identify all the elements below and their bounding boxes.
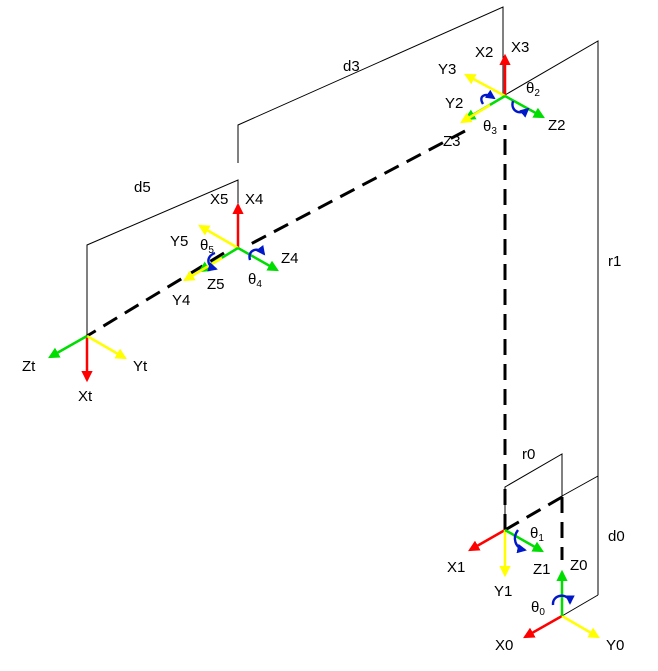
frame-tool-z-label: Zt	[22, 358, 36, 375]
frame-2-z-label: Z2	[548, 117, 566, 134]
joint-5-rotation-arrow	[207, 251, 218, 272]
frame-3-y-label: Y3	[438, 61, 456, 78]
frame-5-y-axis	[198, 224, 239, 250]
frame-4-y-label: Y4	[172, 292, 190, 309]
dimension-d3-label: d3	[343, 58, 360, 75]
robot-links	[86, 125, 564, 560]
frame-4-z-axis	[237, 246, 279, 272]
frame-3-z-label: Z3	[443, 133, 461, 150]
dimension-d0-base	[561, 594, 599, 617]
joint-2-rotation-arrow	[511, 100, 530, 118]
dimension-lines	[86, 6, 599, 617]
joint-3-rotation-arrow	[480, 89, 496, 105]
joint-0-rotation-arrow	[551, 594, 575, 606]
frame-tool: Xt Yt Zt	[22, 334, 148, 405]
frame-3-z-axis	[460, 103, 491, 124]
theta-1-label: θ1	[530, 525, 544, 544]
frame-tool-y-label: Yt	[133, 358, 148, 375]
frame-2-x-label: X2	[475, 44, 493, 61]
frame-0-x-axis	[523, 614, 563, 639]
frame-1-x-axis	[468, 528, 506, 552]
frame-0-y-label: Y0	[606, 637, 624, 654]
theta-5-label: θ5	[200, 237, 214, 256]
joint-4-rotation-arrow	[248, 244, 266, 261]
frame-5-z-label: Z5	[207, 276, 225, 293]
joint-1-rotation-arrow	[513, 529, 527, 554]
frame-1: X1 Y1 Z1 θ1	[447, 525, 551, 600]
dimension-d5-label: d5	[134, 179, 151, 196]
theta-2-label: θ2	[526, 80, 540, 99]
frame-4-z-label: Z4	[281, 250, 299, 267]
frame-5-y-label: Y5	[170, 233, 188, 250]
theta-0-label: θ0	[531, 599, 545, 618]
dimension-labels: d3 d5 r1 r0 d0	[134, 58, 625, 545]
frame-2-z-axis	[504, 94, 545, 119]
dimension-r0-line	[504, 453, 563, 530]
frame-5-z-axis	[183, 256, 223, 282]
frame-1-x-label: X1	[447, 559, 465, 576]
frame-3-x-label: X3	[511, 39, 529, 56]
link-d5	[86, 251, 225, 338]
frame-0: X0 Y0 Z0 θ0	[495, 557, 624, 654]
theta-4-label: θ4	[248, 271, 262, 290]
dimension-d3-line	[237, 6, 504, 163]
frame-4-5: X5 X4 Y5 Y4 Z5 Z4 θ5 θ4	[170, 191, 299, 309]
link-r0	[504, 495, 563, 532]
dimension-r1-label: r1	[608, 253, 621, 270]
dimension-d0-label: d0	[608, 528, 625, 545]
theta-3-label: θ3	[483, 118, 497, 137]
frame-tool-y-axis	[86, 334, 127, 360]
link-d3	[244, 129, 466, 249]
frame-1-z-axis	[504, 528, 544, 553]
dimension-r0-label: r0	[522, 446, 535, 463]
frame-tool-x-label: Xt	[78, 388, 93, 405]
frame-1-z-label: Z1	[533, 561, 551, 578]
frame-2-3: X2 X3 Y3 Y2 Z3 Z2 θ2 θ3	[438, 39, 566, 150]
frame-1-y-label: Y1	[494, 583, 512, 600]
frame-0-z-label: Z0	[570, 557, 588, 574]
frame-0-y-axis	[561, 614, 600, 639]
frame-3-y-axis	[464, 73, 506, 98]
dimension-r1-line	[504, 40, 599, 497]
frame-0-x-label: X0	[495, 637, 513, 654]
frame-4-x-label: X4	[245, 191, 263, 208]
frame-5-x-label: X5	[210, 191, 228, 208]
frame-tool-z-axis	[48, 334, 88, 359]
frame-2-y-label: Y2	[445, 95, 463, 112]
